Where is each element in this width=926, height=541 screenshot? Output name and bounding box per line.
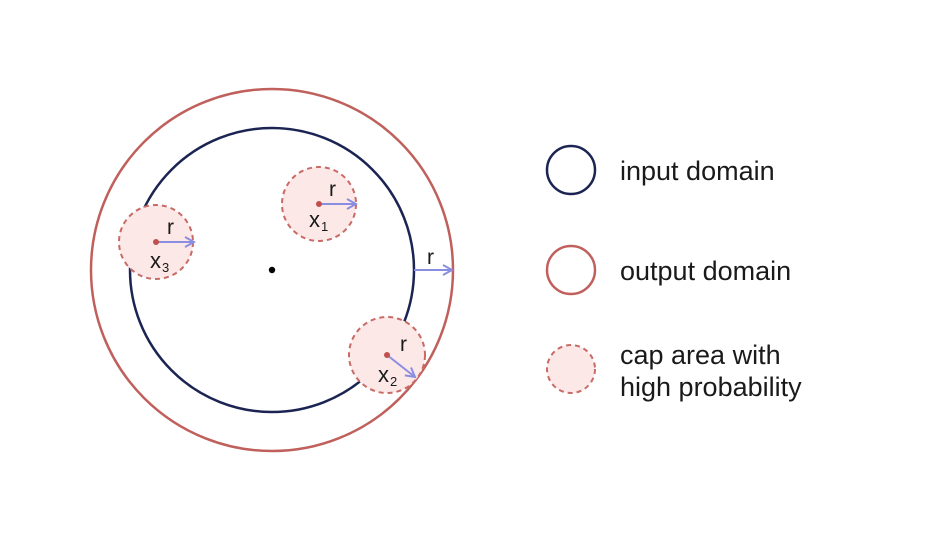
legend-output-domain-icon — [545, 244, 597, 296]
legend-cap-area-icon — [547, 345, 595, 393]
cap-x1-label: x1 — [309, 207, 328, 234]
cap-x3-point — [153, 239, 159, 245]
domain-radius-label: r — [427, 246, 434, 269]
cap-x2: r x2 — [348, 316, 426, 394]
cap-x3: r x3 — [118, 204, 194, 280]
legend-output-domain-label: output domain — [620, 256, 791, 286]
cap-x3-radius-label: r — [167, 216, 174, 239]
cap-x2-label: x2 — [378, 362, 397, 389]
cap-x1-point — [316, 201, 322, 207]
legend-input-domain-label: input domain — [620, 156, 775, 186]
legend: input domain output domain cap area with… — [545, 144, 802, 402]
cap-x1: r x1 — [281, 166, 356, 242]
legend-cap-area-label-line2: high probability — [620, 372, 802, 402]
cap-x2-radius-label: r — [400, 333, 407, 356]
cap-x2-radius-arrow — [386, 354, 415, 377]
cap-x2-point — [384, 352, 390, 358]
legend-input-domain-icon — [545, 144, 597, 196]
cap-x1-radius-label: r — [329, 178, 336, 201]
legend-cap-area-label-line1: cap area with — [620, 340, 781, 370]
cap-x3-label: x3 — [150, 248, 169, 275]
center-dot — [268, 266, 276, 274]
